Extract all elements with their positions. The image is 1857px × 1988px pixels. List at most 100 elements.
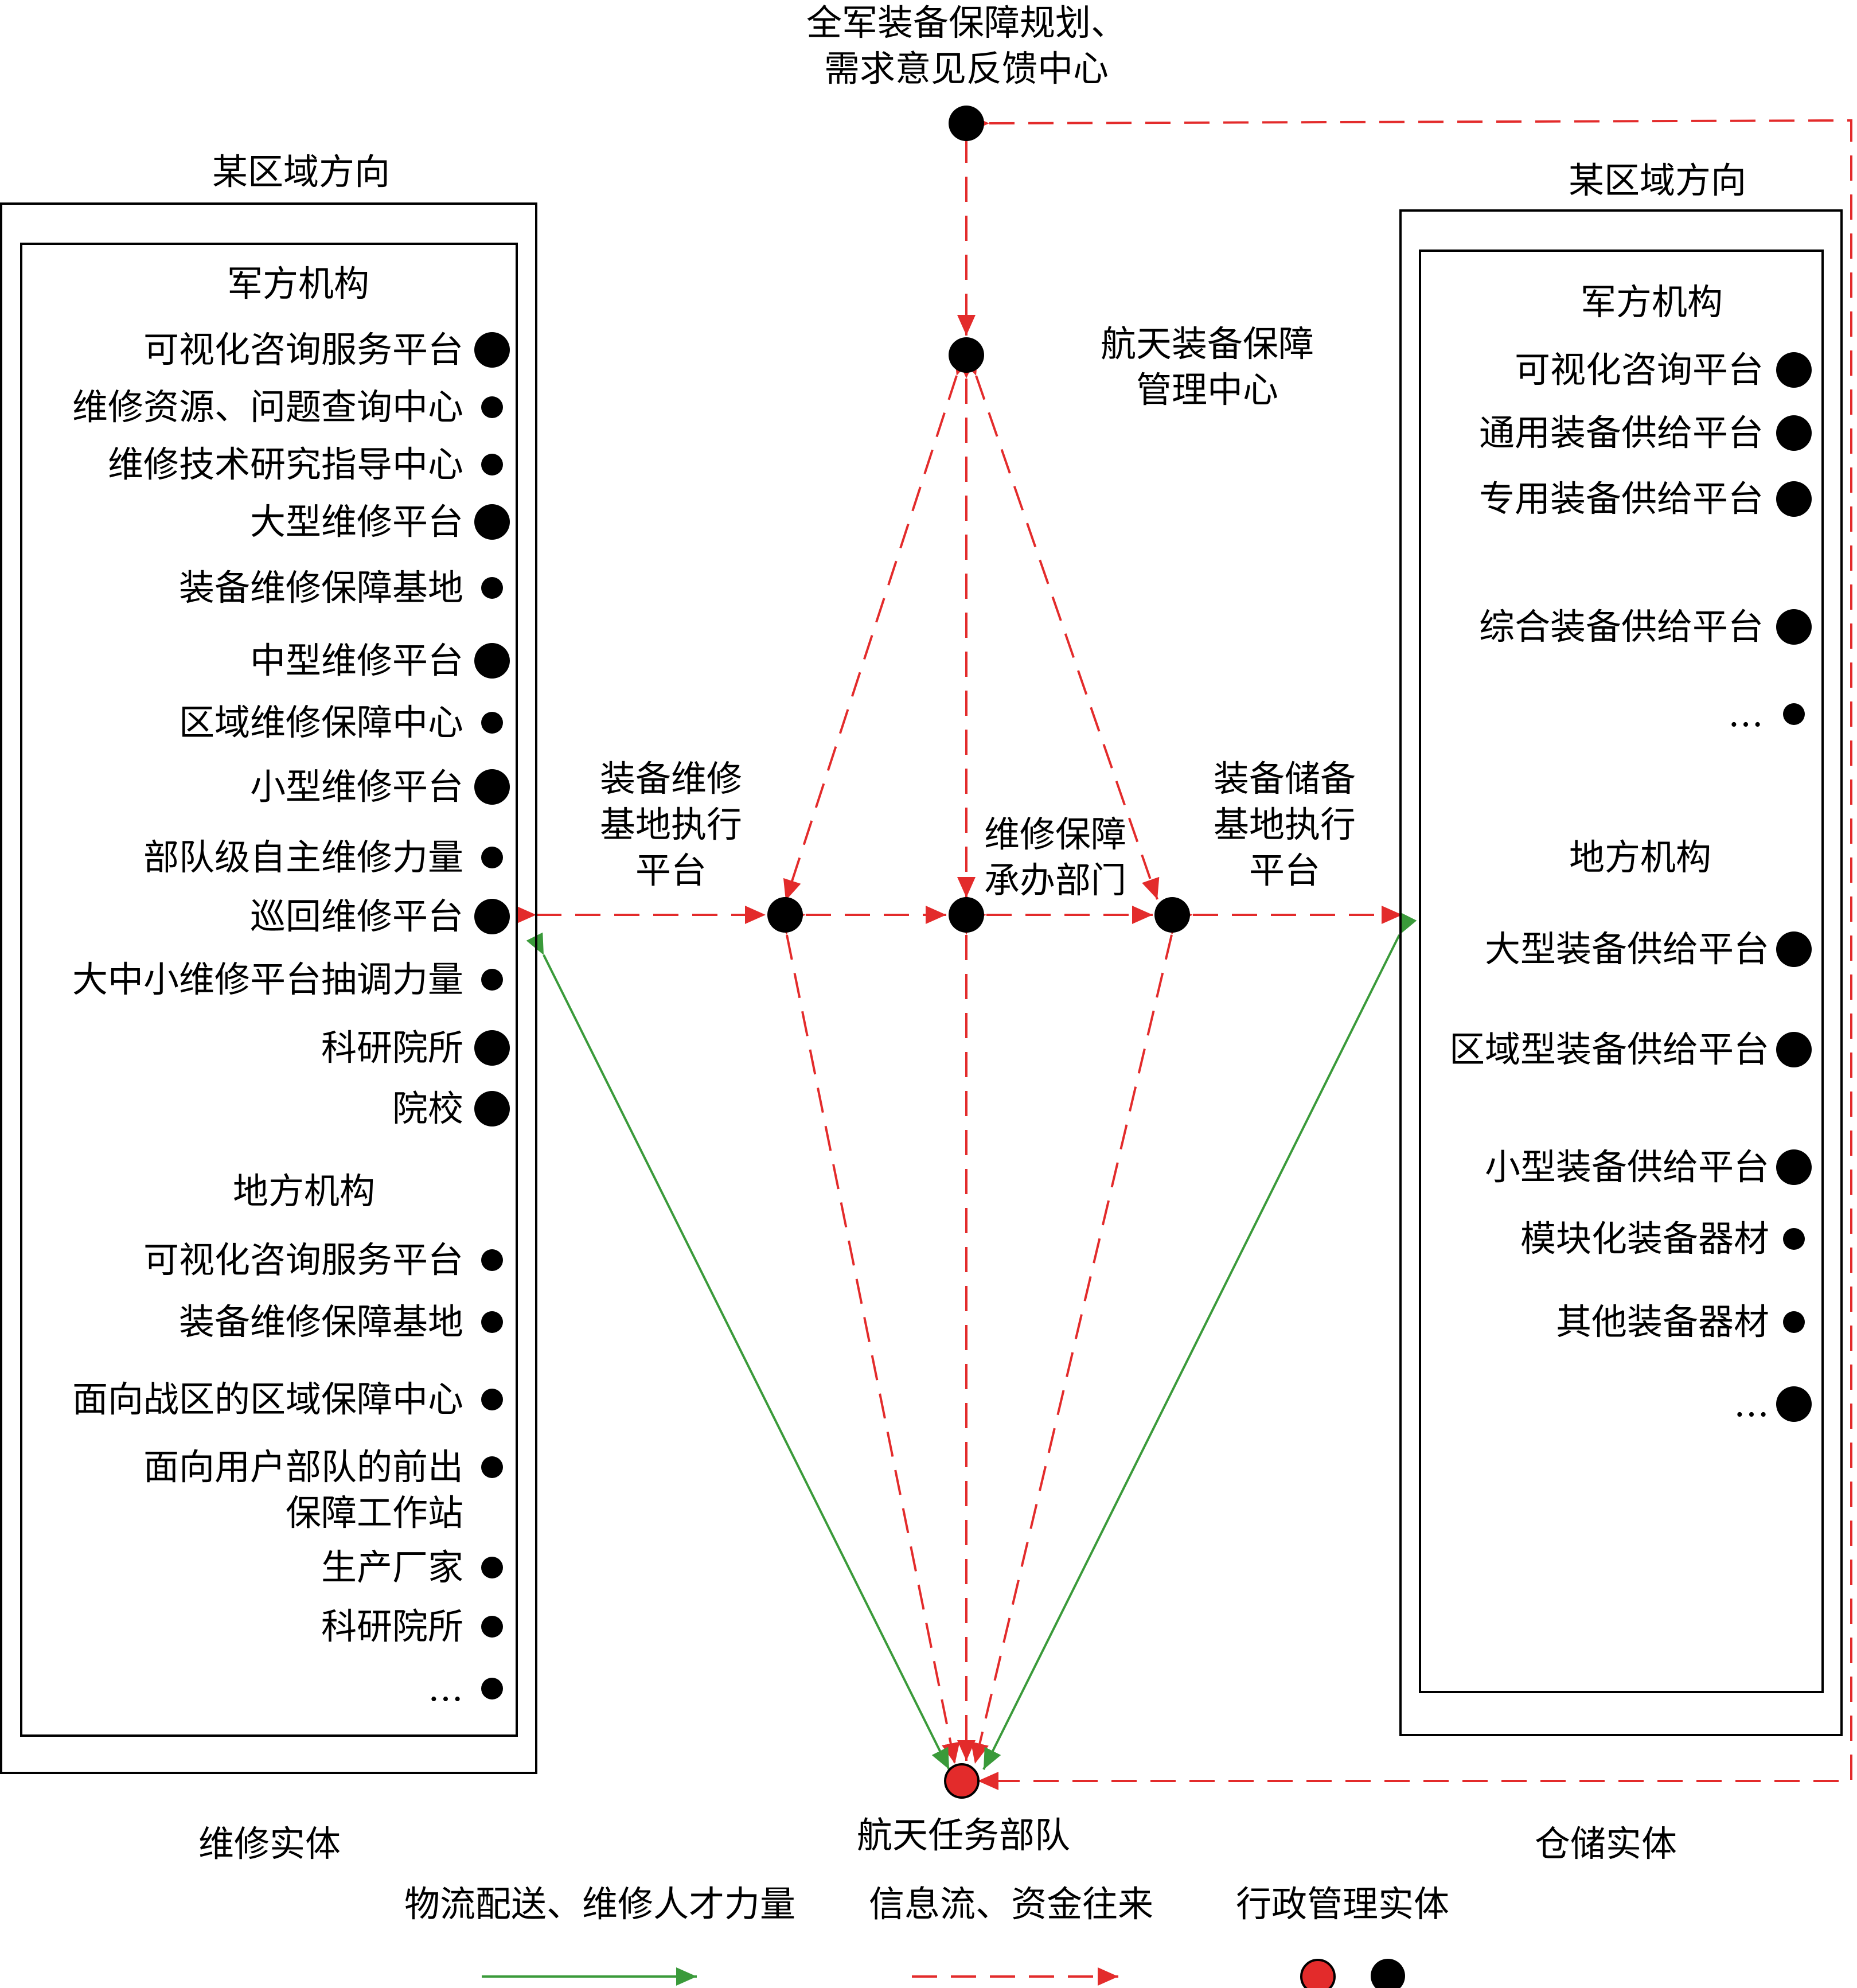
list-item-node-icon: [1776, 415, 1812, 451]
list-item-label: 综合装备供给平台: [1478, 606, 1764, 648]
right-local-title: 地方机构: [1569, 836, 1711, 878]
list-item-node-icon: [474, 332, 510, 368]
node-space-unit: [944, 1763, 980, 1799]
right-inner-box: [1419, 250, 1824, 1693]
list-item-label: 其他装备器材: [1555, 1301, 1769, 1343]
node-repair-dept: [949, 897, 984, 933]
list-item-node-icon: [1776, 1032, 1812, 1067]
legend-info-label: 信息流、资金往来: [869, 1883, 1154, 1925]
node-storage-exec: [1154, 897, 1190, 933]
edge-green-left: [526, 932, 950, 1770]
label-space-unit: 航天任务部队: [856, 1814, 1070, 1856]
label-repair-dept: 维修保障 承办部门: [984, 813, 1126, 901]
list-item-label: 大型装备供给平台: [1484, 928, 1769, 970]
edge-maint-unit: [774, 913, 960, 1764]
list-item-label: 部队级自主维修力量: [143, 836, 463, 878]
list-item-label: 维修技术研究指导中心: [107, 443, 463, 485]
left-local-title: 地方机构: [232, 1170, 375, 1212]
left-region-title: 某区域方向: [212, 151, 390, 193]
list-item-label: 科研院所: [321, 1605, 463, 1647]
list-item-label: 可视化咨询服务平台: [143, 1239, 463, 1281]
list-item-label: 装备维修保障基地: [178, 567, 463, 609]
left-military-title: 军方机构: [227, 263, 369, 305]
label-maint-exec: 装备维修 基地执行 平台: [599, 758, 742, 891]
list-item-label: 院校: [392, 1087, 463, 1129]
list-item-label: 巡回维修平台: [249, 895, 463, 937]
list-item-node-icon: [481, 847, 503, 868]
left-outer-box: [0, 202, 537, 1774]
list-item-node-icon: [1776, 352, 1812, 388]
list-item-node-icon: [481, 454, 503, 475]
edge-storage-unit: [970, 913, 1185, 1764]
list-item-node-icon: [474, 643, 510, 679]
list-item-node-icon: [481, 1678, 503, 1699]
list-item-node-icon: [481, 1311, 503, 1333]
list-item-label: 大型维修平台: [249, 501, 463, 543]
right-caption: 仓储实体: [1534, 1823, 1677, 1865]
list-item-label: …: [1734, 1383, 1769, 1425]
list-item-node-icon: [481, 1557, 503, 1578]
legend-logistics-label: 物流配送、维修人才力量: [404, 1883, 796, 1925]
list-item-node-icon: [1783, 1228, 1805, 1250]
list-item-label: 模块化装备器材: [1520, 1218, 1769, 1260]
node-top-center: [949, 106, 984, 141]
list-item-label: 可视化咨询平台: [1514, 349, 1764, 391]
right-military-title: 军方机构: [1580, 281, 1723, 323]
list-item-label: 维修资源、问题查询中心: [72, 386, 463, 428]
list-item-label: 区域型装备供给平台: [1449, 1028, 1769, 1070]
list-item-node-icon: [1776, 1386, 1812, 1422]
list-item-node-icon: [481, 712, 503, 734]
legend-black-node-icon: [1371, 1959, 1405, 1988]
list-item-node-icon: [1776, 481, 1812, 517]
list-item-node-icon: [481, 396, 503, 418]
list-item-label: 科研院所: [321, 1027, 463, 1069]
list-item-label: 可视化咨询服务平台: [143, 329, 463, 371]
list-item-label: 通用装备供给平台: [1478, 412, 1764, 454]
list-item-node-icon: [481, 1456, 503, 1478]
list-item-node-icon: [1783, 1311, 1805, 1333]
label-storage-exec: 装备储备 基地执行 平台: [1213, 758, 1356, 891]
right-region-title: 某区域方向: [1568, 159, 1746, 201]
list-item-node-icon: [481, 1389, 503, 1410]
list-item-label: 面向战区的区域保障中心: [72, 1378, 463, 1420]
list-item-label: 装备维修保障基地: [178, 1301, 463, 1343]
list-item-label: 小型装备供给平台: [1484, 1146, 1769, 1188]
list-item-node-icon: [481, 969, 503, 991]
list-item-label: 区域维修保障中心: [178, 701, 463, 743]
list-item-label: 中型维修平台: [249, 640, 463, 681]
list-item-node-icon: [474, 504, 510, 540]
list-item-node-icon: [1776, 1149, 1812, 1185]
edge-outer-loop: [968, 114, 1852, 1790]
list-item-node-icon: [1776, 931, 1812, 967]
left-inner-box: [20, 243, 518, 1737]
list-item-node-icon: [474, 769, 510, 805]
label-top-center: 全军装备保障规划、 需求意见反馈中心: [806, 2, 1126, 89]
node-maint-exec: [767, 897, 803, 933]
list-item-node-icon: [481, 1616, 503, 1638]
list-item-node-icon: [1776, 609, 1812, 645]
list-item-label: 面向用户部队的前出 保障工作站: [143, 1446, 463, 1534]
legend-red-node-icon: [1300, 1959, 1336, 1988]
list-item-node-icon: [481, 577, 503, 599]
list-item-label: 大中小维修平台抽调力量: [72, 958, 463, 1000]
edge-mgmt-maint: [783, 353, 972, 901]
list-item-label: 小型维修平台: [249, 766, 463, 808]
list-item-node-icon: [474, 899, 510, 934]
edge-green-right: [982, 912, 1417, 1770]
list-item-node-icon: [481, 1249, 503, 1271]
list-item-node-icon: [474, 1091, 510, 1126]
left-caption: 维修实体: [198, 1823, 341, 1865]
list-item-node-icon: [1783, 703, 1805, 725]
legend-admin-label: 行政管理实体: [1236, 1883, 1450, 1925]
list-item-label: 专用装备供给平台: [1478, 478, 1764, 520]
label-mgmt-center: 航天装备保障 管理中心: [1100, 323, 1314, 411]
edge-mgmt-storage: [961, 353, 1160, 900]
list-item-label: …: [1728, 693, 1764, 735]
right-outer-box: [1399, 209, 1843, 1736]
list-item-label: 生产厂家: [321, 1546, 463, 1588]
list-item-node-icon: [474, 1030, 510, 1066]
list-item-label: …: [428, 1667, 463, 1709]
node-mgmt-center: [949, 337, 984, 373]
